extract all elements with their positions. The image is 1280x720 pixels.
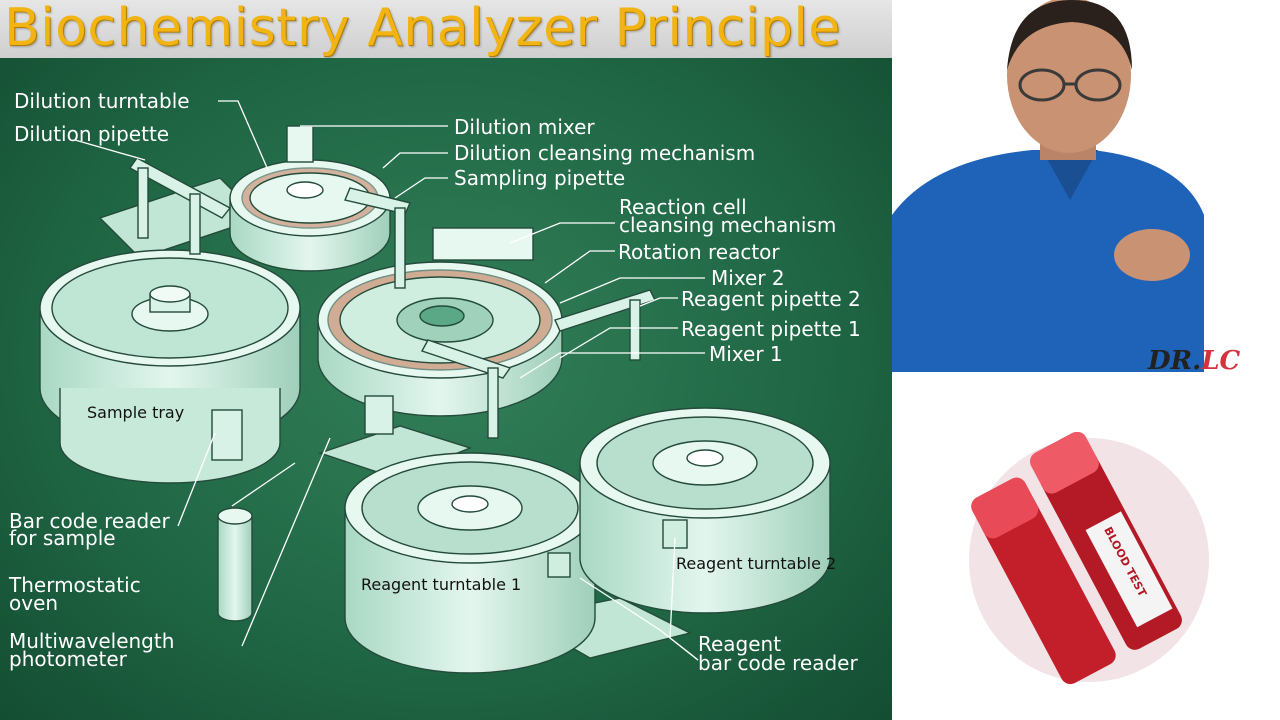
presenter-figure bbox=[892, 0, 1280, 375]
label-dilution-pipette: Dilution pipette bbox=[14, 122, 170, 146]
label-bar-code-sample-1: Bar code reader bbox=[9, 509, 170, 533]
label-reagent-turntable-1: Reagent turntable 1 bbox=[361, 575, 522, 594]
diagram-board: Dilution turntable Dilution pipette Dilu… bbox=[0, 58, 892, 720]
logo-prefix: DR. bbox=[1148, 346, 1202, 376]
label-reaction-cell-1: Reaction cell bbox=[619, 195, 747, 219]
blood-tube-illustration: BLOOD TEST bbox=[969, 431, 1209, 685]
analyzer-illustration bbox=[39, 100, 831, 674]
blood-tube-image: BLOOD TEST bbox=[964, 431, 1214, 687]
presenter-video bbox=[892, 0, 1280, 375]
label-photometer-1: Multiwavelength bbox=[9, 629, 175, 653]
label-mixer-2: Mixer 2 bbox=[711, 266, 785, 290]
sample-tray-shape bbox=[39, 249, 301, 484]
reagent-turntable-2-shape bbox=[579, 407, 831, 614]
page-title: Biochemistry Analyzer Principle bbox=[4, 0, 841, 58]
label-reagent-turntable-2: Reagent turntable 2 bbox=[676, 554, 837, 573]
label-dilution-mixer: Dilution mixer bbox=[454, 115, 595, 139]
dilution-turntable-shape bbox=[229, 125, 391, 272]
label-dilution-cleansing-mechanism: Dilution cleansing mechanism bbox=[454, 141, 756, 165]
label-thermostatic-2: oven bbox=[9, 591, 59, 615]
label-bar-code-sample-2: for sample bbox=[9, 526, 116, 550]
label-dilution-turntable: Dilution turntable bbox=[14, 89, 190, 113]
title-bar: Biochemistry Analyzer Principle bbox=[0, 0, 892, 58]
channel-logo: DR.LC bbox=[1148, 346, 1240, 376]
logo-accent: LC bbox=[1201, 346, 1241, 376]
label-mixer-1: Mixer 1 bbox=[709, 342, 783, 366]
label-reaction-cell-2: cleansing mechanism bbox=[619, 213, 837, 237]
label-reagent-pipette-2: Reagent pipette 2 bbox=[681, 287, 861, 311]
label-reagent-pipette-1: Reagent pipette 1 bbox=[681, 317, 861, 341]
label-photometer-2: photometer bbox=[9, 647, 127, 671]
label-sample-tray: Sample tray bbox=[87, 403, 185, 422]
label-reagent-bar-1: Reagent bbox=[698, 632, 782, 656]
label-thermostatic-1: Thermostatic bbox=[9, 573, 141, 597]
label-reagent-bar-2: bar code reader bbox=[698, 651, 858, 675]
reagent-turntable-1-shape bbox=[344, 452, 596, 674]
oven-cylinder-shape bbox=[217, 507, 253, 622]
rotation-reactor-shape bbox=[317, 261, 563, 417]
label-rotation-reactor: Rotation reactor bbox=[618, 240, 780, 264]
label-sampling-pipette: Sampling pipette bbox=[454, 166, 626, 190]
